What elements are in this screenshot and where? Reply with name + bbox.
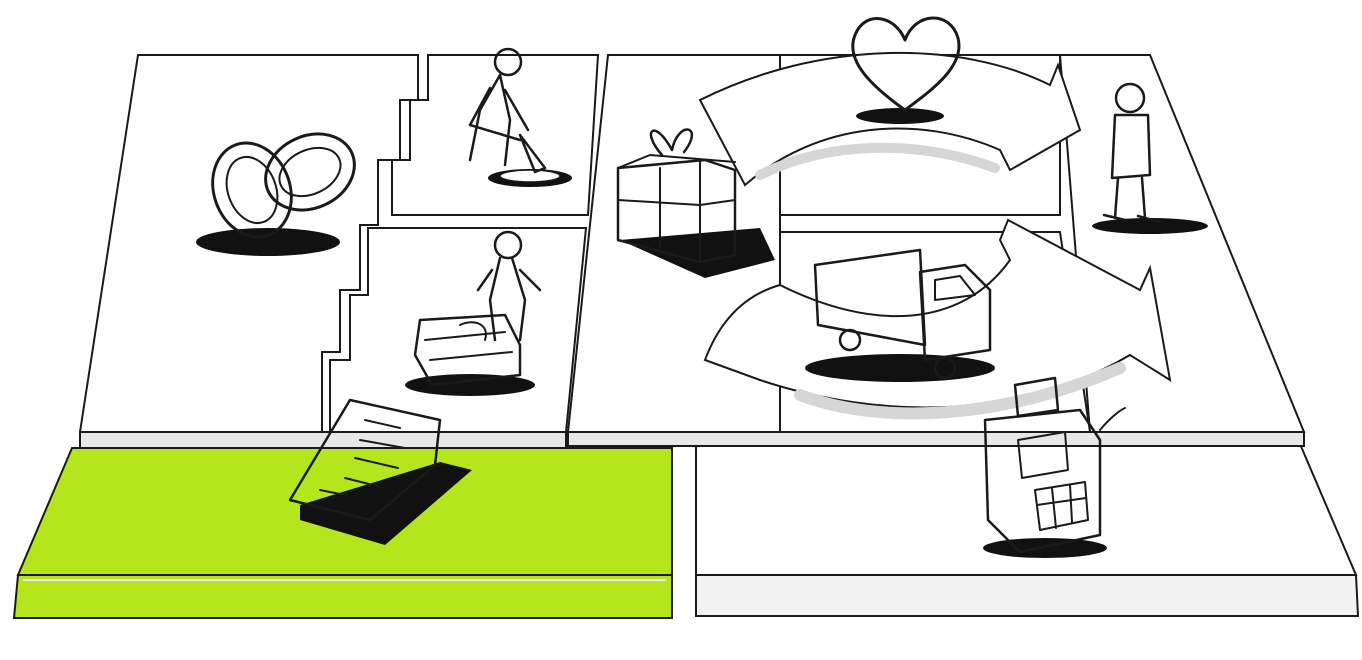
key-activities-panel bbox=[392, 55, 598, 215]
cost-structure-block[interactable] bbox=[14, 448, 672, 618]
cost-structure-side bbox=[14, 575, 672, 618]
revenue-streams-block[interactable] bbox=[696, 444, 1358, 616]
key-resources-block[interactable] bbox=[330, 228, 586, 432]
key-resources-panel bbox=[330, 228, 586, 432]
key-activities-block[interactable] bbox=[392, 55, 598, 215]
revenue-streams-side bbox=[696, 575, 1358, 616]
